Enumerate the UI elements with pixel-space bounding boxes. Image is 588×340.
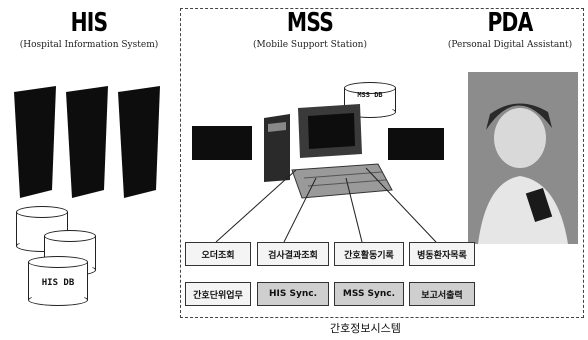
module-ward-patient-list: 병동환자목록	[409, 242, 475, 266]
system-caption: 간호정보시스템	[330, 320, 401, 336]
connector-1	[216, 170, 296, 242]
module-mss-sync: MSS Sync.	[334, 282, 404, 306]
connector-2	[284, 178, 316, 242]
module-nursing-unit-tasks: 간호단위업무	[185, 282, 251, 306]
module-nursing-activity-record: 간호활동기록	[334, 242, 404, 266]
module-his-sync: HIS Sync.	[257, 282, 329, 306]
module-test-result-inquiry: 검사결과조회	[257, 242, 329, 266]
module-report-output: 보고서출력	[409, 282, 475, 306]
module-order-inquiry: 오더조회	[185, 242, 251, 266]
connector-4	[366, 168, 436, 242]
connector-3	[346, 178, 362, 242]
